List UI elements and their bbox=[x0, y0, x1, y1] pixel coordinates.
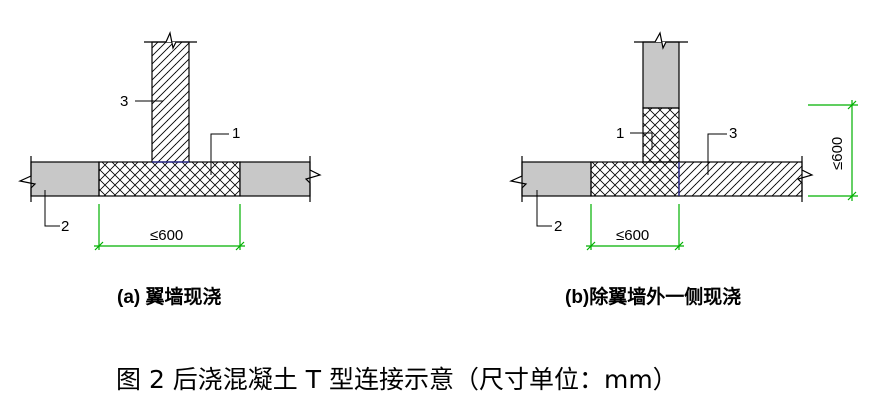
break-mark-b-right bbox=[796, 156, 814, 202]
diagram-b: 1 3 2 ≤600 ≤600 (b)除翼墙外一侧现浇 bbox=[509, 31, 858, 308]
leader-b-2 bbox=[536, 190, 552, 227]
wall-a-vertical bbox=[151, 41, 190, 163]
break-mark-a-right bbox=[304, 156, 322, 202]
leader-a-1 bbox=[210, 133, 229, 175]
label-a-3: 3 bbox=[120, 93, 128, 110]
break-mark-b-left bbox=[509, 156, 528, 202]
leader-b-3 bbox=[707, 133, 727, 175]
caption-a: (a) 翼墙现浇 bbox=[117, 285, 222, 308]
label-b-2: 2 bbox=[554, 218, 562, 235]
dimension-b-horizontal bbox=[586, 204, 684, 251]
wall-b-vertical-cast bbox=[642, 107, 680, 163]
label-b-1: 1 bbox=[616, 125, 624, 142]
break-mark-a-left bbox=[18, 156, 37, 202]
wall-a-left-gray bbox=[30, 161, 100, 197]
label-a-1: 1 bbox=[232, 125, 240, 142]
label-b-3: 3 bbox=[729, 125, 737, 142]
leader-a-2 bbox=[44, 190, 60, 227]
break-mark-b-top bbox=[634, 31, 688, 50]
dimension-b-vertical-text: ≤600 bbox=[829, 137, 846, 170]
leader-b-1 bbox=[630, 132, 653, 150]
diagram-a: 3 1 2 ≤600 (a) 翼墙现浇 bbox=[18, 31, 322, 308]
wall-b-left-gray bbox=[521, 161, 592, 197]
wall-b-right-hatched bbox=[678, 161, 803, 197]
dimension-b-horizontal-text: ≤600 bbox=[616, 227, 649, 244]
castzone-b bbox=[590, 161, 680, 197]
dimension-a-text: ≤600 bbox=[150, 227, 183, 244]
dimension-a bbox=[94, 204, 245, 251]
wall-b-vertical-gray bbox=[642, 41, 680, 109]
caption-b: (b)除翼墙外一侧现浇 bbox=[565, 285, 741, 308]
castzone-a bbox=[98, 161, 241, 197]
dimension-b-vertical bbox=[808, 100, 858, 201]
label-a-2: 2 bbox=[61, 218, 69, 235]
wall-a-right-gray bbox=[239, 161, 311, 197]
figure-title: 图 2 后浇混凝土 T 型连接示意（尺寸单位：mm） bbox=[116, 365, 678, 394]
break-mark-a-top bbox=[144, 31, 197, 50]
